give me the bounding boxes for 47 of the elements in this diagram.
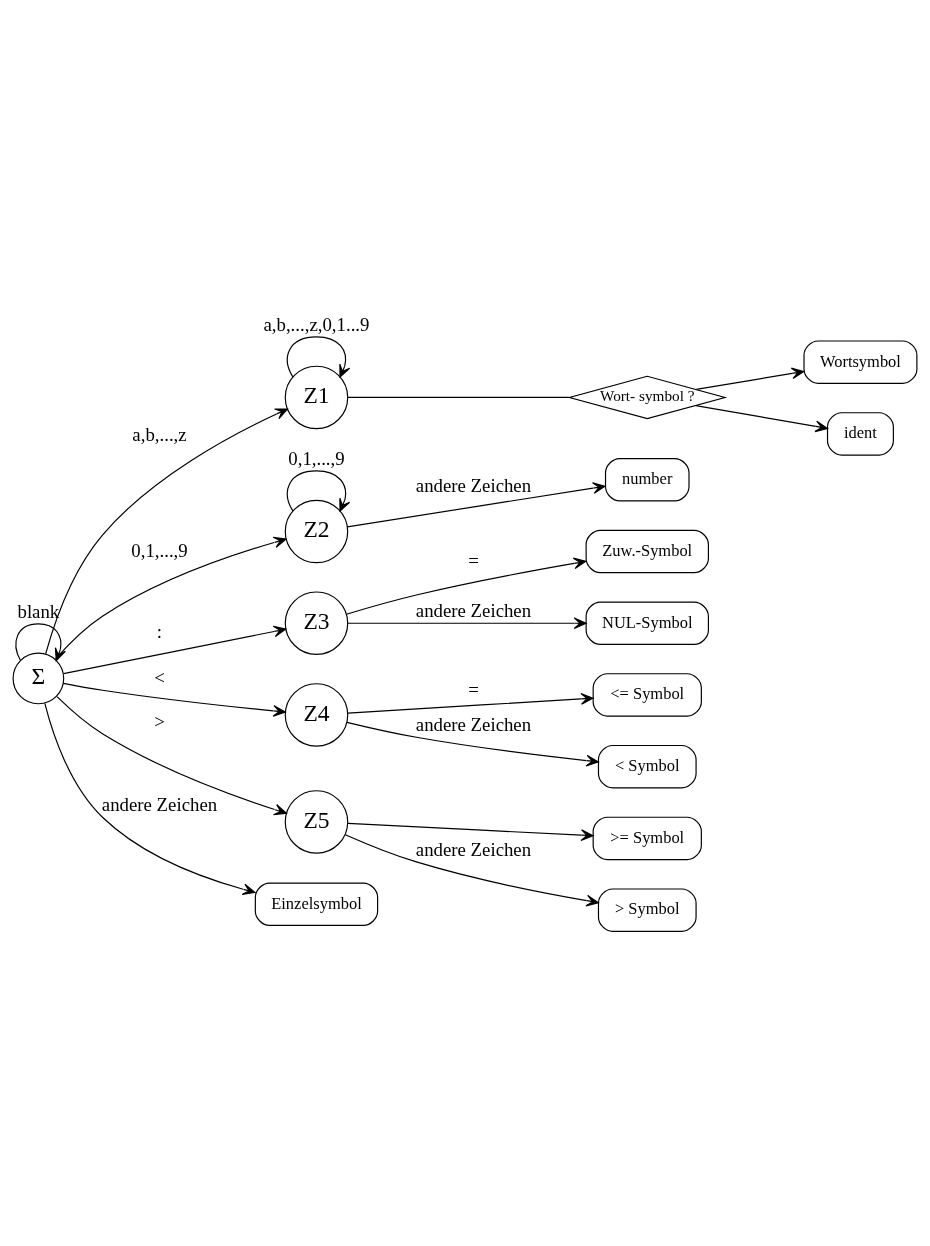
arrow [344, 833, 599, 906]
edge-label: blank [17, 600, 60, 622]
edge-label: andere Zeichen [415, 599, 532, 621]
node-box: ident [826, 411, 894, 456]
arrow [346, 481, 606, 527]
arrow [347, 616, 587, 629]
arrow [346, 721, 599, 766]
edge-label: andere Zeichen [415, 713, 532, 735]
edge-label: > [154, 710, 165, 732]
node-circle: Z4 [284, 682, 349, 747]
connector [347, 396, 570, 398]
node-circle: Z3 [284, 590, 349, 655]
arrow [62, 625, 287, 674]
edge-label: : [156, 620, 163, 642]
node-box: <= Symbol [592, 672, 702, 717]
edge-label: andere Zeichen [415, 838, 532, 860]
node-box: > Symbol [597, 887, 697, 932]
edge-label: < [154, 666, 165, 688]
arrow [695, 367, 805, 390]
node-circle: Σ [12, 652, 65, 704]
arrow [347, 692, 594, 714]
edge-label: andere Zeichen [101, 793, 218, 815]
arrow [62, 682, 286, 717]
edge-label: = [468, 549, 479, 571]
node-box: number [604, 457, 690, 501]
node-box: Zuw.-Symbol [585, 529, 709, 573]
arrow [695, 404, 829, 432]
edge-label: andere Zeichen [415, 474, 532, 496]
node-box: NUL-Symbol [585, 600, 709, 645]
arrow [56, 695, 287, 815]
arrow [45, 407, 289, 654]
node-diamond: Wort- symbol ? [567, 375, 728, 419]
edge-label: a,b,...,z [132, 423, 187, 445]
node-box: Wortsymbol [803, 339, 918, 384]
node-box: < Symbol [597, 744, 697, 788]
arrow [345, 557, 587, 615]
edge-label: a,b,...,z,0,1...9 [263, 313, 370, 335]
node-circle: Z5 [284, 789, 349, 854]
edge-label: = [468, 678, 479, 700]
arrow [347, 822, 594, 841]
edge-label: 0,1,...,9 [131, 539, 188, 561]
arrow [286, 335, 351, 378]
node-box: >= Symbol [592, 816, 702, 860]
edge-label: 0,1,...,9 [288, 447, 345, 469]
arrow [44, 702, 256, 895]
arrow [286, 469, 351, 512]
node-box: Einzelsymbol [254, 882, 379, 926]
